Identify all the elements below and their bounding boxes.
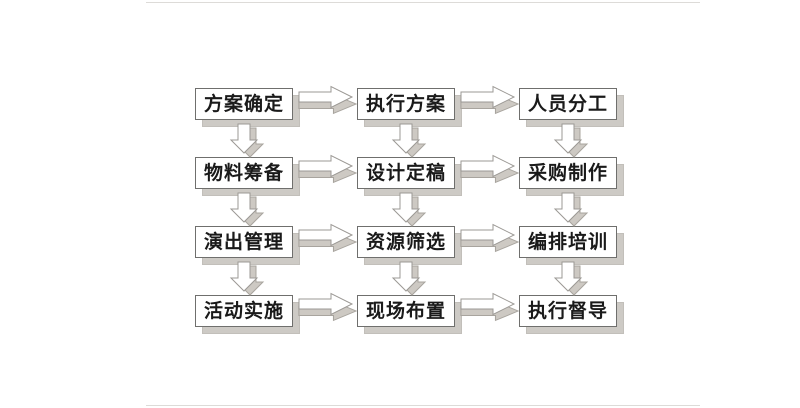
node-label: 资源筛选 bbox=[365, 231, 446, 253]
flow-node-r3c1: 演出管理 bbox=[195, 226, 300, 265]
node-label: 执行方案 bbox=[365, 93, 446, 115]
flow-node-r3c3: 编排培训 bbox=[519, 226, 624, 265]
right-arrow-icon bbox=[460, 292, 520, 322]
down-arrow-icon bbox=[553, 123, 589, 158]
right-arrow-icon bbox=[460, 85, 520, 115]
flow-node-r2c3: 采购制作 bbox=[519, 157, 624, 196]
node-label: 编排培训 bbox=[527, 231, 608, 253]
bottom-divider bbox=[146, 405, 700, 406]
node-label: 物料筹备 bbox=[203, 162, 284, 184]
down-arrow-icon bbox=[391, 192, 427, 227]
flow-node-r4c1: 活动实施 bbox=[195, 295, 300, 334]
right-arrow-icon bbox=[298, 154, 358, 184]
flow-node-r1c1: 方案确定 bbox=[195, 88, 300, 127]
node-label: 人员分工 bbox=[527, 93, 608, 115]
right-arrow-icon bbox=[460, 223, 520, 253]
top-divider bbox=[146, 2, 700, 3]
node-label: 方案确定 bbox=[203, 93, 284, 115]
right-arrow-icon bbox=[298, 85, 358, 115]
down-arrow-icon bbox=[391, 261, 427, 296]
right-arrow-icon bbox=[298, 292, 358, 322]
down-arrow-icon bbox=[229, 192, 265, 227]
right-arrow-icon bbox=[298, 223, 358, 253]
node-label: 执行督导 bbox=[527, 300, 608, 322]
node-label: 采购制作 bbox=[527, 162, 608, 184]
flow-node-r3c2: 资源筛选 bbox=[357, 226, 462, 265]
down-arrow-icon bbox=[553, 192, 589, 227]
node-label: 设计定稿 bbox=[365, 162, 446, 184]
down-arrow-icon bbox=[229, 123, 265, 158]
node-label: 现场布置 bbox=[365, 300, 446, 322]
flow-node-r4c3: 执行督导 bbox=[519, 295, 624, 334]
node-label: 活动实施 bbox=[203, 300, 284, 322]
down-arrow-icon bbox=[229, 261, 265, 296]
flow-node-r2c2: 设计定稿 bbox=[357, 157, 462, 196]
flow-node-r1c2: 执行方案 bbox=[357, 88, 462, 127]
down-arrow-icon bbox=[553, 261, 589, 296]
flow-node-r4c2: 现场布置 bbox=[357, 295, 462, 334]
node-label: 演出管理 bbox=[203, 231, 284, 253]
right-arrow-icon bbox=[460, 154, 520, 184]
flow-node-r2c1: 物料筹备 bbox=[195, 157, 300, 196]
flow-node-r1c3: 人员分工 bbox=[519, 88, 624, 127]
down-arrow-icon bbox=[391, 123, 427, 158]
